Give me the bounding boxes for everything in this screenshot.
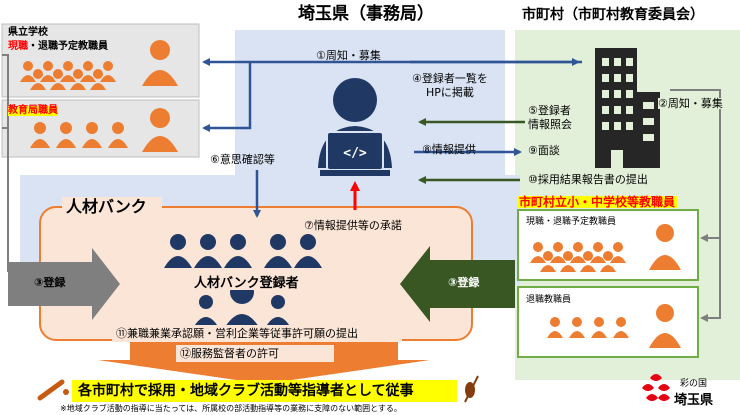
people-left-board [30,108,178,152]
label-a3-left: ③登録 [34,276,66,289]
people-right-retired [547,304,681,348]
footnote: ※地域クラブ活動の指導に当たっては、所属校の部活動指導等の業務に支障のない範囲と… [60,404,402,413]
left-school-rest: ・退職予定教職員 [28,41,108,52]
left-school-line2: 現職・退職予定教職員 [8,42,108,52]
label-a8: ⑧情報提供 [422,143,476,156]
svg-text:</>: </> [343,146,367,161]
arrow-3-left-bracket [2,54,9,272]
right-title: 市町村立小・中学校等教職員 [517,195,678,209]
saitama-logo-icon [642,374,670,401]
jinzai-bank-label-bg [62,197,162,217]
registrants-label: 人材バンク登録者 [192,276,301,291]
pref-title: 埼玉県（事務局） [298,4,434,24]
operator-icon: </> [318,78,392,176]
arrow-2 [670,89,721,242]
arrow-1-left [202,62,252,132]
right-retired-label: 退職教職員 [526,295,572,305]
label-a5: ⑤登録者 情報照会 [528,104,572,131]
left-school-current: 現職 [8,41,28,52]
label-a3-right: ③登録 [448,276,480,289]
people-left-school [20,40,178,90]
label-a11: ⑪兼職兼業承認願・営利企業等従事許可願の提出 [116,327,358,340]
label-a9: ⑨面談 [528,144,560,157]
arrow-3-left-block [8,248,120,320]
label-a7: ⑦情報提供等の承諾 [304,219,402,232]
label-a6: ⑥意思確認等 [210,153,275,166]
jinzai-bank-label: 人材バンク [66,197,147,216]
arrow-3-right-block [400,246,515,322]
muni-title: 市町村（市町村教育委員会） [522,7,704,23]
left-board-label: 教育局職員 [8,105,58,116]
label-a1: ①周知・募集 [316,49,381,62]
label-a10: ⑩採用結果報告書の提出 [528,173,648,186]
label-a2: ②周知・募集 [658,97,723,110]
violin-icon [464,375,479,403]
people-right-current [530,224,681,272]
logo-small: 彩の国 [680,379,708,389]
banner-bg [72,380,457,402]
logo-big: 埼玉県 [674,393,714,408]
bat-icon [37,379,69,401]
label-a4: ④登録者一覧を HPに掲載 [412,72,488,99]
left-school-line1: 県立学校 [8,27,48,38]
banner-text: 各市町村で採用・地域クラブ活動等指導者として従事 [78,383,414,399]
right-current-label: 現職・退職予定教職員 [526,217,617,227]
label-a12: ⑫服務監督者の許可 [180,347,279,360]
